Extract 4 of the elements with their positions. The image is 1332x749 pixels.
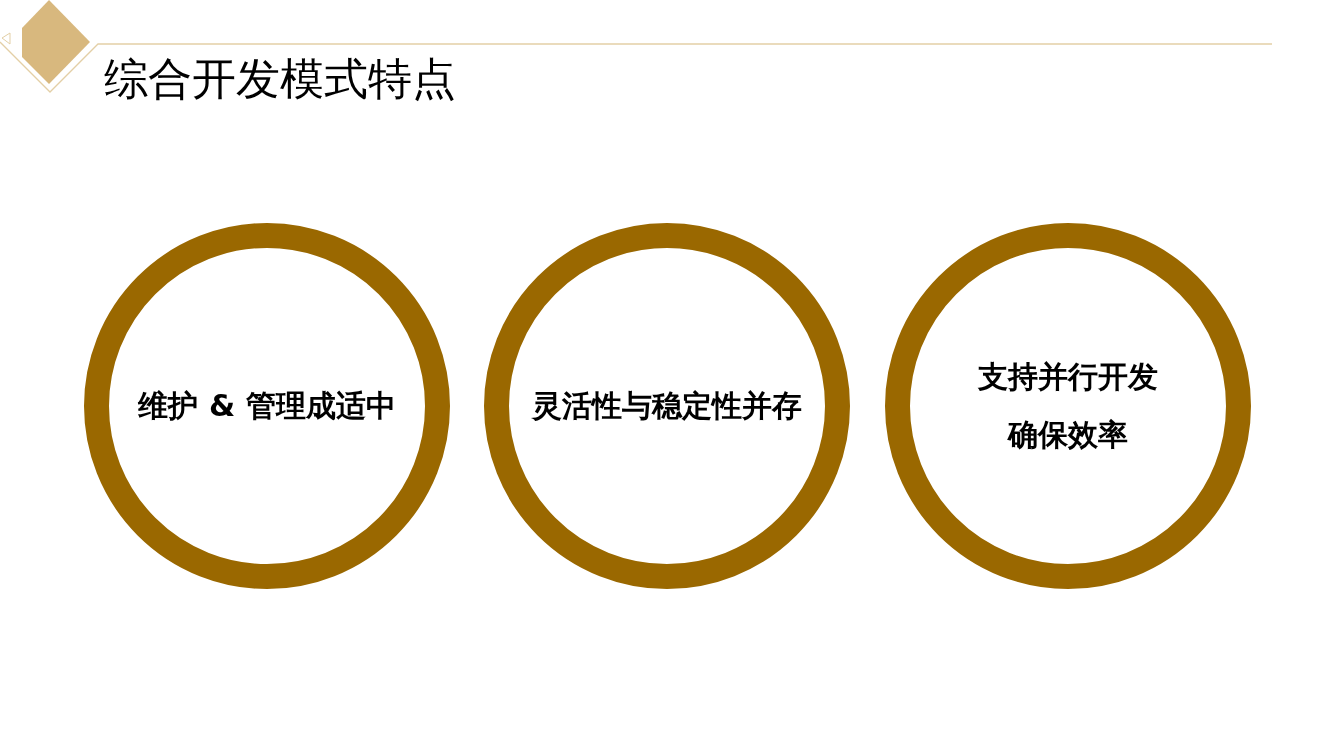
slide-title: 综合开发模式特点 — [104, 52, 456, 106]
circle-label: 灵活性与稳定性并存 — [532, 387, 802, 425]
circle-label: 维护 & 管理成适中 — [138, 387, 396, 425]
circle-label: 支持并行开发确保效率 — [977, 358, 1159, 454]
